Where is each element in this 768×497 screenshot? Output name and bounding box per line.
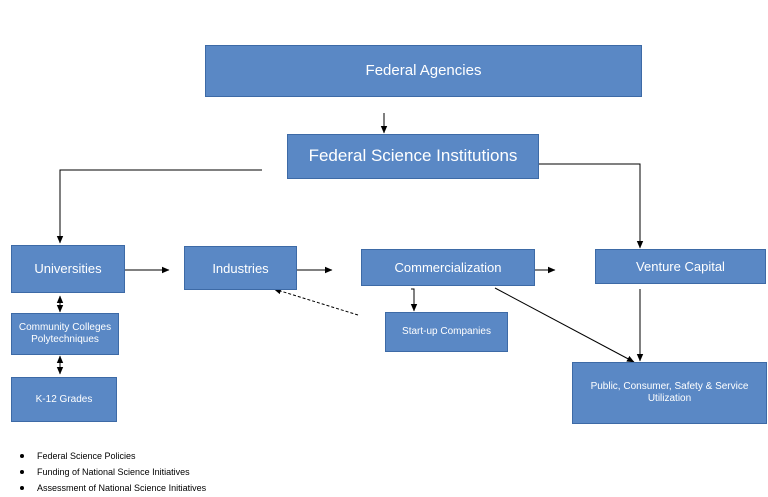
arrow-commercialization-to-startups (410, 288, 418, 312)
industries-box: Industries (184, 246, 297, 290)
venture-capital-box: Venture Capital (595, 249, 766, 284)
federal-agencies-label: Federal Agencies (365, 62, 482, 79)
policy-list-item: Federal Science Policies (18, 448, 206, 464)
arrow-institutions-to-venture-capital (497, 163, 644, 249)
public-utilization-label: Public, Consumer, Safety & Service (590, 381, 749, 392)
community-colleges-label: Community Colleges (18, 322, 112, 333)
k12-grades-box: K-12 Grades (11, 377, 117, 422)
universities-box: Universities (11, 245, 125, 293)
public-utilization-box: Public, Consumer, Safety & Service Utili… (572, 362, 767, 424)
arrow-startups-to-industries (273, 288, 359, 316)
utilization-label: Utilization (647, 393, 692, 404)
industries-label: Industries (212, 261, 269, 276)
commercialization-label: Commercialization (394, 260, 502, 275)
policy-bullet-list: Federal Science Policies Funding of Nati… (18, 448, 206, 496)
policy-list-item: Assessment of National Science Initiativ… (18, 480, 206, 496)
policy-list-item: Funding of National Science Initiatives (18, 464, 206, 480)
startup-companies-box: Start-up Companies (385, 312, 508, 352)
startup-companies-label: Start-up Companies (402, 326, 491, 337)
arrow-commercialization-to-public (494, 287, 635, 363)
universities-label: Universities (34, 261, 102, 277)
venture-capital-label: Venture Capital (636, 258, 725, 274)
community-colleges-box: Community Colleges Polytechniques (11, 313, 119, 355)
federal-science-institutions-box: Federal Science Institutions (287, 134, 539, 179)
federal-agencies-box: Federal Agencies (205, 45, 642, 97)
polytechniques-label: Polytechniques (31, 334, 99, 345)
federal-science-institutions-label: Federal Science Institutions (308, 146, 518, 166)
commercialization-box: Commercialization (361, 249, 535, 286)
k12-grades-label: K-12 Grades (35, 393, 93, 405)
arrow-institutions-to-universities (56, 169, 262, 244)
